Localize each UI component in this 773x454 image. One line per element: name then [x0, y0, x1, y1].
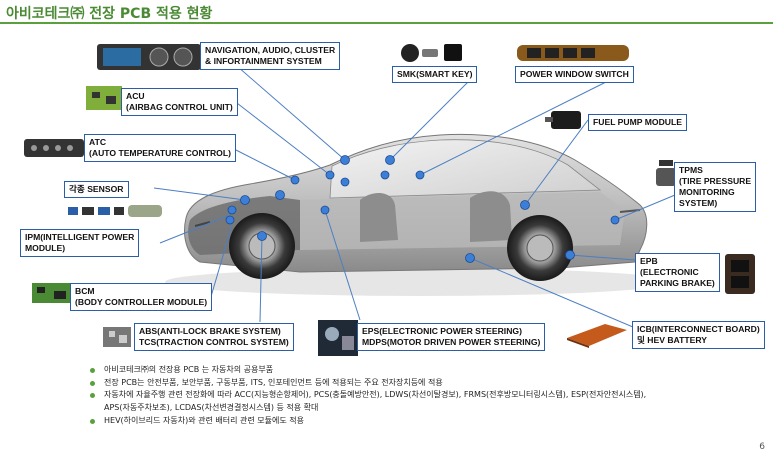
label-power-window-switch: POWER WINDOW SWITCH	[515, 66, 634, 83]
hev-battery-thumbnail	[567, 324, 627, 348]
label-fuel-pump-module: FUEL PUMP MODULE	[588, 114, 687, 131]
label-line: EPS(ELECTRONIC POWER STEERING)	[362, 326, 522, 336]
atc-panel-thumbnail	[24, 139, 84, 157]
bullet-item: HEV(하이브리드 자동차)와 관련 배터리 관련 모듈에도 적용	[90, 415, 646, 428]
label-line: ACU	[126, 91, 145, 101]
bullet-continuation: APS(자동주차보조), LCDAS(차선변경결정시스템) 등 적용 확대	[90, 402, 646, 415]
label-abs-tcs: ABS(ANTI-LOCK BRAKE SYSTEM) TCS(TRACTION…	[134, 323, 294, 351]
summary-bullets: 아비코테크㈜의 전장용 PCB 는 자동차의 공용부품 전장 PCB는 안전부품…	[90, 364, 646, 428]
label-line: SYSTEM)	[679, 198, 718, 208]
label-line: TPMS	[679, 165, 703, 175]
label-line: EPB	[640, 256, 658, 266]
car-seat-front	[360, 193, 398, 242]
car-seat-rear	[470, 191, 512, 242]
label-line: POWER WINDOW SWITCH	[520, 69, 629, 79]
label-line: (ELECTRONIC	[640, 267, 699, 277]
navigation-unit-thumbnail	[97, 44, 201, 70]
bullet-item: 전장 PCB는 안전부품, 보안부품, 구동부품, ITS, 인포테인먼트 등에…	[90, 377, 646, 390]
label-line: (AUTO TEMPERATURE CONTROL)	[89, 148, 231, 158]
eps-module-thumbnail	[318, 320, 358, 356]
label-line: 및 HEV BATTERY	[637, 335, 707, 345]
bullet-text: HEV(하이브리드 자동차)와 관련 배터리 관련 모듈에도 적용	[104, 415, 304, 425]
bcm-board-thumbnail	[32, 283, 72, 303]
label-line: (BODY CONTROLLER MODULE)	[75, 297, 208, 307]
label-epb: EPB (ELECTRONIC PARKING BRAKE)	[635, 253, 720, 292]
label-line: NAVIGATION, AUDIO, CLUSTER	[205, 45, 336, 55]
label-line: 각종 SENSOR	[69, 184, 124, 194]
connector-lines	[153, 59, 676, 331]
label-navigation-audio: NAVIGATION, AUDIO, CLUSTER & INFORTAINME…	[200, 42, 341, 70]
title-rule	[0, 22, 773, 24]
car-cabin	[300, 192, 625, 250]
page-number: 6	[759, 442, 765, 452]
label-line: TCS(TRACTION CONTROL SYSTEM)	[139, 337, 289, 347]
bullet-text: 자동차에 자율주행 관련 전장화에 따라 ACC(지능형순항제어), PCS(충…	[104, 390, 647, 400]
tpms-sensor-thumbnail	[656, 160, 676, 186]
abs-module-thumbnail	[103, 327, 131, 347]
epb-switch-thumbnail	[725, 254, 755, 294]
component-markers	[225, 155, 620, 263]
bullet-dot-icon	[90, 368, 95, 373]
label-line: ATC	[89, 137, 107, 147]
label-line: (TIRE PRESSURE	[679, 176, 752, 186]
label-icb-hev-battery: ICB(INTERCONNECT BOARD) 및 HEV BATTERY	[632, 321, 765, 349]
label-line: & INFORTAINMENT SYSTEM	[205, 56, 322, 66]
label-sensor: 각종 SENSOR	[64, 181, 129, 198]
label-line: IPM(INTELLIGENT POWER	[25, 232, 135, 242]
smart-key-thumbnail	[401, 44, 462, 62]
label-smart-key: SMK(SMART KEY)	[392, 66, 478, 83]
label-line: SMK(SMART KEY)	[397, 69, 473, 79]
label-line: MODULE)	[25, 243, 66, 253]
label-line: ABS(ANTI-LOCK BRAKE SYSTEM)	[139, 326, 281, 336]
label-line: (AIRBAG CONTROL UNIT)	[126, 102, 233, 112]
bullet-text: 전장 PCB는 안전부품, 보안부품, 구동부품, ITS, 인포테인먼트 등에…	[104, 377, 443, 387]
bullet-dot-icon	[90, 380, 95, 386]
label-line: FUEL PUMP MODULE	[593, 117, 682, 127]
label-ipm: IPM(INTELLIGENT POWER MODULE)	[20, 229, 140, 257]
bullet-item: 아비코테크㈜의 전장용 PCB 는 자동차의 공용부품	[90, 364, 646, 377]
label-atc: ATC (AUTO TEMPERATURE CONTROL)	[84, 134, 236, 162]
bullet-text: 아비코테크㈜의 전장용 PCB 는 자동차의 공용부품	[104, 365, 274, 374]
bullet-text: APS(자동주차보조), LCDAS(차선변경결정시스템) 등 적용 확대	[104, 403, 319, 413]
sensor-thumbnail	[68, 205, 162, 217]
label-line: PARKING BRAKE)	[640, 278, 715, 288]
label-line: ICB(INTERCONNECT BOARD)	[637, 324, 760, 334]
label-line: MONITORING	[679, 187, 735, 197]
label-tpms: TPMS (TIRE PRESSURE MONITORING SYSTEM)	[674, 162, 757, 212]
bullet-dot-icon	[90, 418, 95, 424]
acu-board-thumbnail	[86, 86, 122, 110]
label-line: MDPS(MOTOR DRIVEN POWER STEERING)	[362, 337, 541, 347]
car-roof-glass	[329, 139, 602, 199]
fuel-pump-thumbnail	[545, 111, 581, 129]
bullet-dot-icon	[90, 393, 95, 399]
label-line: BCM	[75, 286, 95, 296]
label-acu: ACU (AIRBAG CONTROL UNIT)	[121, 88, 238, 116]
power-window-switch-thumbnail	[517, 45, 629, 61]
label-eps-mdps: EPS(ELECTRONIC POWER STEERING) MDPS(MOTO…	[357, 323, 546, 351]
label-bcm: BCM (BODY CONTROLLER MODULE)	[70, 283, 213, 311]
page-title: 아비코테크㈜ 전장 PCB 적용 현황	[6, 6, 213, 22]
bullet-item: 자동차에 자율주행 관련 전장화에 따라 ACC(지능형순항제어), PCS(충…	[90, 389, 646, 402]
